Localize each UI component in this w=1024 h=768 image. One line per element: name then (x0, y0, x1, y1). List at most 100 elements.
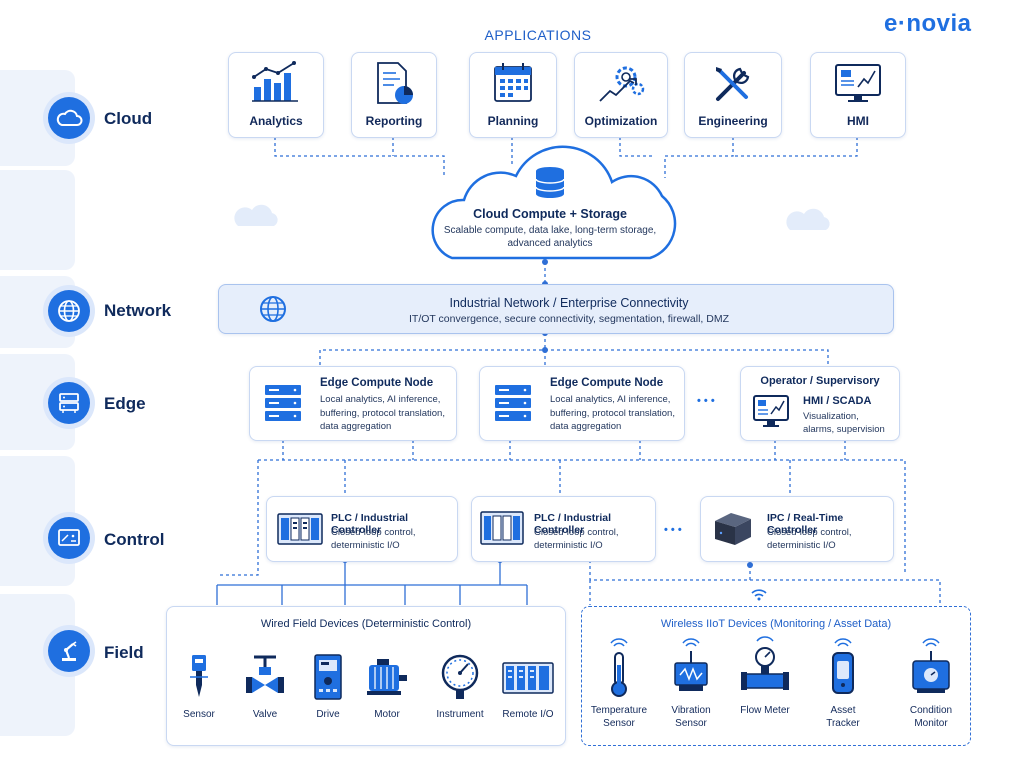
layer-label-field: Field (104, 643, 144, 662)
plc-desc-line: Closed-loop control, (331, 527, 416, 538)
ipc-desc-line: Closed-loop control, (767, 527, 852, 538)
app-card-hmi[interactable]: HMI (810, 52, 906, 138)
layer-label-cloud: Cloud (104, 109, 153, 128)
ipc-controller-node[interactable]: IPC / Real-Time Controller Closed-loop c… (700, 496, 894, 562)
device-label: Drive (316, 709, 340, 720)
cloud-layer-band-lower (0, 170, 75, 270)
device-label: Flow Meter (740, 705, 790, 716)
device-instrument[interactable]: Instrument (420, 653, 500, 721)
vibration-sensor-icon (674, 638, 708, 691)
ipc-box-icon (715, 513, 751, 545)
wired-field-devices-panel: Wired Field Devices (Deterministic Contr… (166, 606, 566, 746)
wifi-icon (751, 589, 767, 601)
device-drive[interactable]: Drive (288, 653, 368, 721)
device-motor[interactable]: Motor (347, 653, 427, 721)
edge-node-desc-line: Local analytics, AI inference, (320, 394, 441, 405)
sensor-icon (190, 655, 208, 697)
device-temperature-sensor[interactable]: Temperature Sensor (579, 637, 659, 730)
app-card-planning[interactable]: Planning (469, 52, 557, 138)
cloud-compute-title: Cloud Compute + Storage (473, 207, 627, 221)
plc-controller-node-2[interactable]: PLC / Industrial Controller Closed-loop … (471, 496, 656, 562)
device-label: Sensor (603, 718, 635, 729)
cloud-compute-desc-line1: Scalable compute, data lake, long-term s… (443, 225, 657, 236)
device-sensor[interactable]: Sensor (159, 653, 239, 721)
tools-icon (716, 67, 750, 101)
cloud-compute-desc-line2: advanced analytics (507, 238, 593, 249)
applications-title: APPLICATIONS (484, 27, 592, 43)
control-ellipsis: • • • (664, 524, 682, 536)
network-bar[interactable]: Industrial Network / Enterprise Connecti… (218, 284, 894, 334)
plc-desc-line: deterministic I/O (534, 540, 603, 551)
asset-tracker-icon (832, 638, 854, 694)
device-valve[interactable]: Valve (225, 653, 305, 721)
edge-ellipsis: • • • (697, 395, 715, 407)
app-card-optimization[interactable]: Optimization (574, 52, 668, 138)
device-label: Vibration (671, 705, 711, 716)
wireless-panel-title: Wireless IIoT Devices (Monitoring / Asse… (660, 618, 892, 630)
plc-title: PLC / Industrial Controller (534, 512, 612, 536)
edge-node-desc-line: data aggregation (550, 421, 622, 432)
decorative-cloud-icon (786, 208, 830, 230)
gauge-icon (441, 654, 479, 699)
remote-io-icon (502, 662, 554, 694)
device-asset-tracker[interactable]: Asset Tracker (803, 637, 883, 730)
layer-label-control: Control (104, 530, 165, 549)
device-condition-monitor[interactable]: Condition Monitor (891, 637, 971, 730)
server-rack-icon (265, 385, 301, 421)
ipc-desc-line: deterministic I/O (767, 540, 836, 551)
layer-label-edge: Edge (104, 394, 146, 413)
plc-controller-node-1[interactable]: PLC / Industrial Controller Closed-loop … (266, 496, 458, 562)
device-label: Valve (252, 709, 278, 720)
app-card-reporting[interactable]: Reporting (351, 52, 437, 138)
device-label: Motor (374, 709, 400, 720)
flow-meter-icon (741, 636, 789, 690)
device-label: Sensor (675, 718, 707, 729)
app-label-analytics: Analytics (249, 114, 303, 128)
gears-trend-icon (599, 66, 645, 102)
app-label-engineering: Engineering (698, 114, 768, 128)
edge-compute-node-2[interactable]: Edge Compute Node Local analytics, AI in… (479, 366, 685, 441)
device-label: Sensor (183, 709, 215, 720)
device-label: Temperature (590, 705, 648, 716)
plc-desc-line: deterministic I/O (331, 540, 400, 551)
edge-node-desc-line: data aggregation (320, 421, 392, 432)
device-flow-meter[interactable]: Flow Meter (725, 636, 805, 717)
plc-title: PLC / Industrial Controller (331, 512, 409, 536)
app-label-hmi: HMI (847, 114, 869, 128)
wireless-iiot-panel: Wireless IIoT Devices (Monitoring / Asse… (581, 606, 971, 746)
plc-desc-line: Closed-loop control, (534, 527, 619, 538)
device-label: Instrument (436, 709, 484, 720)
network-subtitle: IT/OT convergence, secure connectivity, … (409, 313, 729, 325)
calendar-icon (494, 63, 532, 102)
brand-logo: e·novia (884, 10, 972, 37)
supervisory-subtitle: HMI / SCADA (803, 395, 872, 407)
report-document-icon (377, 62, 413, 104)
edge-compute-node-1[interactable]: Edge Compute Node Local analytics, AI in… (249, 366, 457, 441)
network-title: Industrial Network / Enterprise Connecti… (449, 296, 689, 310)
globe-icon (48, 290, 90, 332)
server-rack-icon (495, 385, 531, 421)
supervisory-desc-line: alarms, supervision (803, 424, 885, 435)
app-card-analytics[interactable]: Analytics (228, 52, 324, 138)
valve-icon (246, 655, 284, 693)
drive-icon (314, 654, 342, 700)
thermometer-icon (610, 638, 628, 697)
robot-arm-icon (48, 630, 90, 672)
plc-icon (277, 513, 323, 545)
edge-node-desc-line: buffering, protocol translation, (550, 407, 675, 419)
device-label: Condition (909, 705, 953, 716)
supervisory-desc-line: Visualization, (803, 411, 859, 422)
plc-icon (480, 511, 524, 545)
device-vibration-sensor[interactable]: Vibration Sensor (651, 637, 731, 730)
device-label: Tracker (826, 718, 860, 729)
globe-icon (260, 296, 286, 322)
analytics-chart-icon (252, 61, 298, 102)
app-label-planning: Planning (487, 114, 539, 128)
layer-label-network: Network (104, 301, 172, 320)
device-label: Remote I/O (502, 709, 554, 720)
app-label-optimization: Optimization (584, 114, 658, 128)
app-label-reporting: Reporting (365, 114, 423, 128)
supervisory-node[interactable]: Operator / Supervisory HMI / SCADA Visua… (740, 366, 900, 441)
app-card-engineering[interactable]: Engineering (684, 52, 782, 138)
device-remote-io[interactable]: Remote I/O (488, 653, 568, 721)
